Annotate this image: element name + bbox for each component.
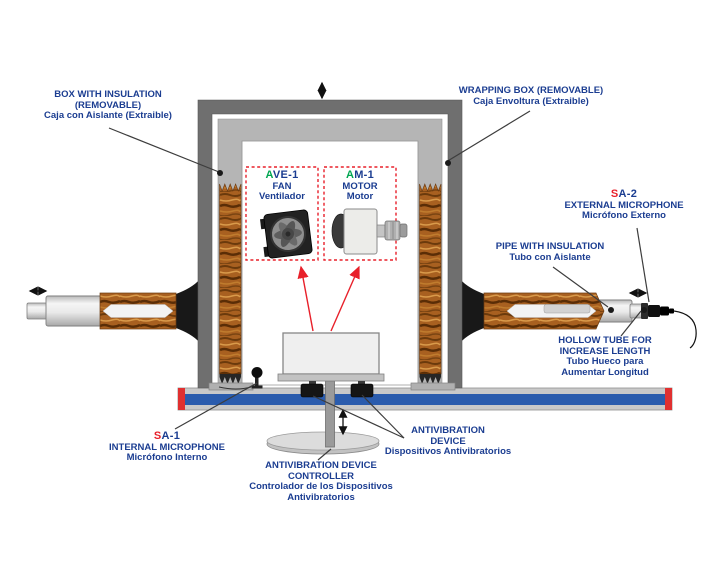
right-insulation-column bbox=[410, 183, 456, 391]
label-line: PIPE WITH INSULATION bbox=[495, 241, 605, 252]
leader-pipe-insulation bbox=[552, 266, 609, 308]
leader-external-mic bbox=[636, 227, 650, 303]
leader-wrapping-box bbox=[445, 110, 531, 163]
leader-dot bbox=[641, 307, 647, 313]
label-line: (REMOVABLE) bbox=[74, 99, 142, 111]
leader-antivibration-a bbox=[312, 395, 405, 439]
wrapping-box-frame bbox=[197, 99, 463, 389]
label-line: Micrófono Interno bbox=[126, 452, 208, 463]
leader-controller bbox=[317, 448, 332, 461]
fan-label: AVE-1 FAN Ventilador bbox=[259, 169, 305, 203]
label-line: DEVICE bbox=[430, 435, 466, 447]
label-line: CONTROLLER bbox=[288, 470, 354, 482]
wrapping-box-label: WRAPPING BOX (REMOVABLE) Caja Envoltura … bbox=[458, 85, 604, 107]
red-arrow-right bbox=[330, 265, 360, 332]
label-line: INCREASE LENGTH bbox=[559, 345, 651, 357]
box-insulation-label: BOX WITH INSULATION (REMOVABLE) Caja con… bbox=[44, 89, 172, 122]
fan-dashed-box bbox=[245, 166, 319, 261]
fan-image bbox=[260, 209, 313, 259]
controller-disc bbox=[266, 431, 380, 455]
label-line: BOX WITH INSULATION bbox=[54, 89, 162, 100]
left-pipe-flare bbox=[176, 279, 200, 343]
left-insulation-column bbox=[208, 183, 254, 391]
label-line: Micrófono Externo bbox=[582, 210, 666, 221]
label-line: MOTOR bbox=[342, 180, 378, 192]
label-line: Motor bbox=[346, 191, 374, 202]
leader-internal-mic bbox=[174, 382, 258, 430]
leader-dot bbox=[445, 160, 451, 166]
label-line: INTERNAL MICROPHONE bbox=[109, 441, 225, 453]
label-line: WRAPPING BOX (REMOVABLE) bbox=[458, 85, 604, 96]
leader-hollow-tube bbox=[620, 310, 642, 337]
leader-dot bbox=[217, 170, 223, 176]
motor-dashed-box bbox=[323, 166, 397, 261]
leader-lines bbox=[108, 110, 650, 461]
pipe-insulation-label: PIPE WITH INSULATION Tubo con Aislante bbox=[495, 241, 605, 263]
label-line: Dispositivos Antivibratorios bbox=[384, 446, 512, 457]
label-line: Tubo Hueco para bbox=[566, 356, 644, 367]
microphone-cable bbox=[673, 310, 697, 349]
hollow-tube-label: HOLLOW TUBE FOR INCREASE LENGTH Tubo Hue… bbox=[558, 335, 652, 378]
motor-image bbox=[331, 208, 408, 255]
leader-dot bbox=[608, 307, 614, 313]
label-line: Ventilador bbox=[259, 191, 305, 202]
label-line: ANTIVIBRATION bbox=[411, 425, 485, 436]
leader-antivibration-b bbox=[361, 394, 405, 439]
right-pipe-flare bbox=[460, 279, 484, 343]
machine-box bbox=[277, 332, 385, 382]
internal-mic-code: SA-1 bbox=[153, 430, 181, 442]
antivibration-device-left bbox=[300, 381, 324, 398]
label-line: Aumentar Longitud bbox=[561, 366, 649, 378]
platform-left-cap bbox=[178, 388, 185, 410]
label-line: EXTERNAL MICROPHONE bbox=[564, 199, 684, 211]
label-line: Antivibratorios bbox=[287, 491, 355, 503]
label-line: FAN bbox=[272, 180, 292, 192]
controller-label: ANTIVIBRATION DEVICE CONTROLLER Controla… bbox=[249, 460, 393, 503]
left-pipe bbox=[26, 292, 177, 330]
support-pole bbox=[325, 380, 335, 448]
label-line: HOLLOW TUBE FOR bbox=[558, 335, 652, 346]
right-pipe bbox=[483, 292, 643, 330]
motor-code: AM-1 bbox=[345, 169, 375, 181]
internal-mic-label: SA-1 INTERNAL MICROPHONE Micrófono Inter… bbox=[109, 430, 225, 464]
leader-box-insulation bbox=[108, 127, 220, 173]
left-pipe-end-tube bbox=[26, 302, 48, 320]
motor-label: AM-1 MOTOR Motor bbox=[342, 169, 378, 203]
label-line: Caja con Aislante (Extraible) bbox=[44, 110, 172, 121]
antivibration-device-label: ANTIVIBRATION DEVICE Dispositivos Antivi… bbox=[384, 425, 512, 458]
platform-right-cap bbox=[665, 388, 672, 410]
label-line: Tubo con Aislante bbox=[509, 251, 591, 263]
label-line: Caja Envoltura (Extraible) bbox=[473, 95, 589, 107]
label-line: ANTIVIBRATION DEVICE bbox=[265, 460, 377, 471]
antivibration-device-right bbox=[350, 381, 374, 398]
base-platform bbox=[177, 387, 673, 411]
fan-code: AVE-1 bbox=[265, 169, 299, 181]
external-mic-code: SA-2 bbox=[610, 188, 638, 200]
label-line: Controlador de los Dispositivos bbox=[249, 481, 393, 492]
external-mic-label: SA-2 EXTERNAL MICROPHONE Micrófono Exter… bbox=[564, 188, 684, 222]
red-arrow-left bbox=[297, 265, 314, 332]
